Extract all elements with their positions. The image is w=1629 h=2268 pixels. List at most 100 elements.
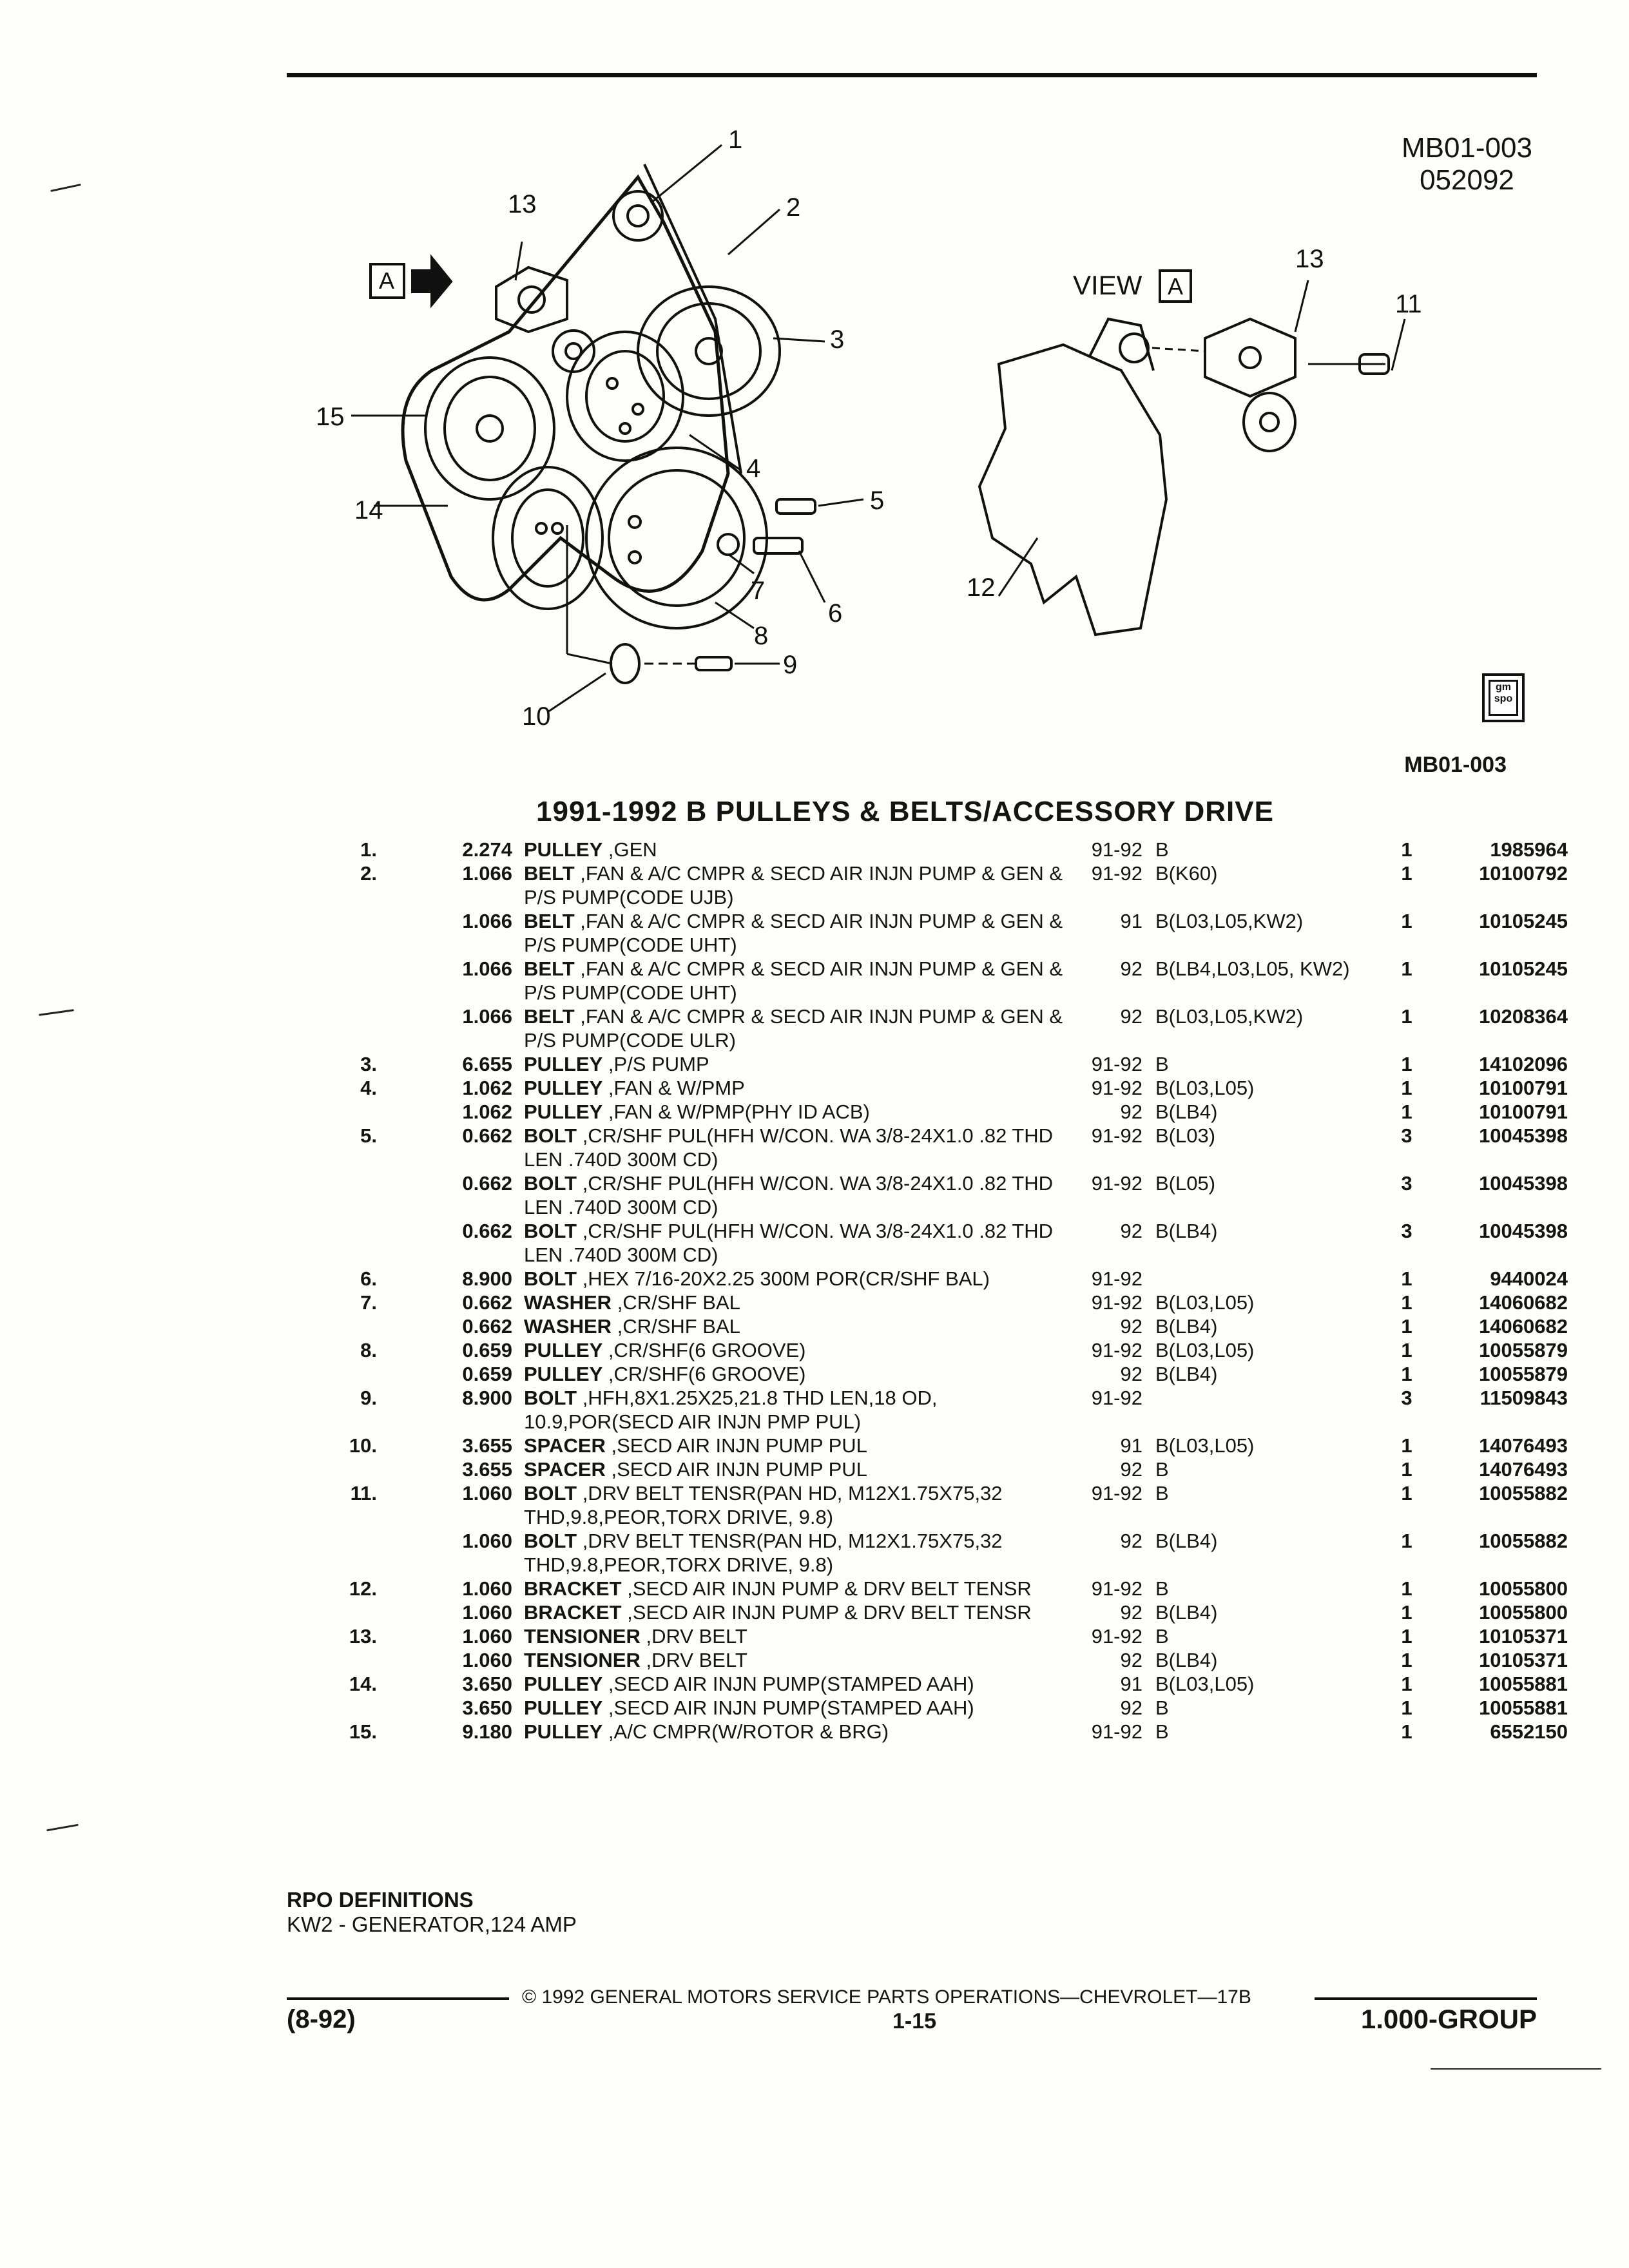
part-number: 6552150 xyxy=(1490,1720,1568,1743)
group-number: 0.659 xyxy=(462,1363,512,1385)
section-title: 1991-1992 B PULLEYS & BELTS/ACCESSORY DR… xyxy=(536,796,1274,827)
callout-7: 7 xyxy=(751,577,765,605)
quantity: 3 xyxy=(1401,1220,1412,1242)
application: B(L03,L05) xyxy=(1155,1291,1255,1314)
application: B(K60) xyxy=(1155,862,1218,885)
quantity: 3 xyxy=(1401,1172,1412,1195)
quantity: 1 xyxy=(1401,1696,1412,1719)
callout-10: 10 xyxy=(522,702,551,731)
part-description: BELT ,FAN & A/C CMPR & SECD AIR INJN PUM… xyxy=(524,861,1065,909)
quantity: 1 xyxy=(1401,1077,1412,1099)
item-number xyxy=(332,1100,377,1124)
application: B(L03,L05) xyxy=(1155,1339,1255,1361)
part-number: 10105371 xyxy=(1479,1649,1568,1671)
code-line-1: MB01-003 xyxy=(1401,132,1532,164)
application: B(LB4) xyxy=(1155,1315,1218,1338)
item-number xyxy=(332,909,377,957)
group-number: 0.662 xyxy=(462,1124,512,1147)
application: B(LB4) xyxy=(1155,1100,1218,1123)
part-description: PULLEY ,GEN xyxy=(524,838,1065,861)
item-number xyxy=(332,1314,377,1338)
footer-rule-left xyxy=(287,1997,509,2000)
part-number: 9440024 xyxy=(1490,1267,1568,1290)
part-number: 10055882 xyxy=(1479,1530,1568,1552)
quantity: 1 xyxy=(1401,1100,1412,1123)
application: B(LB4,L03,L05, KW2) xyxy=(1155,957,1350,980)
quantity: 1 xyxy=(1401,862,1412,885)
part-name: BELT xyxy=(524,957,575,980)
arrow-letter: A xyxy=(379,267,394,294)
group-number: 0.659 xyxy=(462,1339,512,1361)
quantity: 1 xyxy=(1401,1267,1412,1290)
group-number: 1.066 xyxy=(462,910,512,932)
copyright-text: © 1992 GENERAL MOTORS SERVICE PARTS OPER… xyxy=(522,1986,1251,2008)
part-name: BELT xyxy=(524,910,575,932)
application: B xyxy=(1155,1625,1169,1648)
application: B xyxy=(1155,838,1169,861)
quantity: 1 xyxy=(1401,1482,1412,1504)
part-detail: ,CR/SHF PUL(HFH W/CON. WA 3/8-24X1.0 .82… xyxy=(524,1220,1054,1266)
view-letter: A xyxy=(1168,273,1183,300)
part-number: 10055882 xyxy=(1479,1482,1568,1504)
code-line-2: 052092 xyxy=(1420,164,1514,196)
group-number: 9.180 xyxy=(462,1720,512,1743)
part-detail: ,A/C CMPR(W/ROTOR & BRG) xyxy=(602,1720,889,1743)
part-description: SPACER ,SECD AIR INJN PUMP PUL xyxy=(524,1457,1065,1481)
item-number: 5. xyxy=(360,1124,377,1147)
item-number: 7. xyxy=(360,1291,377,1314)
application: B(L03,L05) xyxy=(1155,1673,1255,1695)
group-number: 1.060 xyxy=(462,1577,512,1600)
quantity: 3 xyxy=(1401,1124,1412,1147)
model-years: 91-92 xyxy=(1091,1267,1142,1290)
callout-8: 8 xyxy=(754,622,768,650)
part-number: 10055881 xyxy=(1479,1673,1568,1695)
group-number: 1.060 xyxy=(462,1482,512,1504)
part-name: BOLT xyxy=(524,1482,577,1504)
part-detail: ,SECD AIR INJN PUMP(STAMPED AAH) xyxy=(602,1673,974,1695)
part-detail: ,CR/SHF BAL xyxy=(612,1291,740,1314)
part-description: BRACKET ,SECD AIR INJN PUMP & DRV BELT T… xyxy=(524,1577,1065,1600)
part-description: PULLEY ,P/S PUMP xyxy=(524,1052,1065,1076)
part-detail: ,SECD AIR INJN PUMP PUL xyxy=(605,1458,867,1481)
item-number: 10. xyxy=(349,1434,377,1457)
quantity: 1 xyxy=(1401,1315,1412,1338)
part-detail: ,FAN & A/C CMPR & SECD AIR INJN PUMP & G… xyxy=(524,957,1063,1004)
illustration-ref-code: MB01-003 xyxy=(1404,753,1507,777)
group-number: 0.662 xyxy=(462,1315,512,1338)
quantity: 1 xyxy=(1401,1601,1412,1624)
application: B(L03,L05,KW2) xyxy=(1155,1005,1304,1028)
application: B(LB4) xyxy=(1155,1220,1218,1242)
part-name: SPACER xyxy=(524,1434,606,1457)
quantity: 1 xyxy=(1401,1649,1412,1671)
application: B xyxy=(1155,1696,1169,1719)
application: B xyxy=(1155,1053,1169,1075)
part-name: BOLT xyxy=(524,1267,577,1290)
item-number xyxy=(332,1171,377,1219)
item-number: 11. xyxy=(350,1482,377,1504)
item-number: 15. xyxy=(349,1720,377,1743)
item-number: 9. xyxy=(360,1387,377,1409)
callout-12: 12 xyxy=(967,573,996,602)
part-detail: ,CR/SHF(6 GROOVE) xyxy=(602,1339,806,1361)
application: B xyxy=(1155,1482,1169,1504)
part-detail: ,CR/SHF PUL(HFH W/CON. WA 3/8-24X1.0 .82… xyxy=(524,1124,1054,1171)
part-name: PULLEY xyxy=(524,1100,603,1123)
part-description: BOLT ,HEX 7/16-20X2.25 300M POR(CR/SHF B… xyxy=(524,1267,1065,1291)
application: B(LB4) xyxy=(1155,1649,1218,1671)
part-description: PULLEY ,FAN & W/PMP xyxy=(524,1076,1065,1100)
model-years: 91 xyxy=(1120,1434,1142,1457)
part-number: 10208364 xyxy=(1479,1005,1568,1028)
